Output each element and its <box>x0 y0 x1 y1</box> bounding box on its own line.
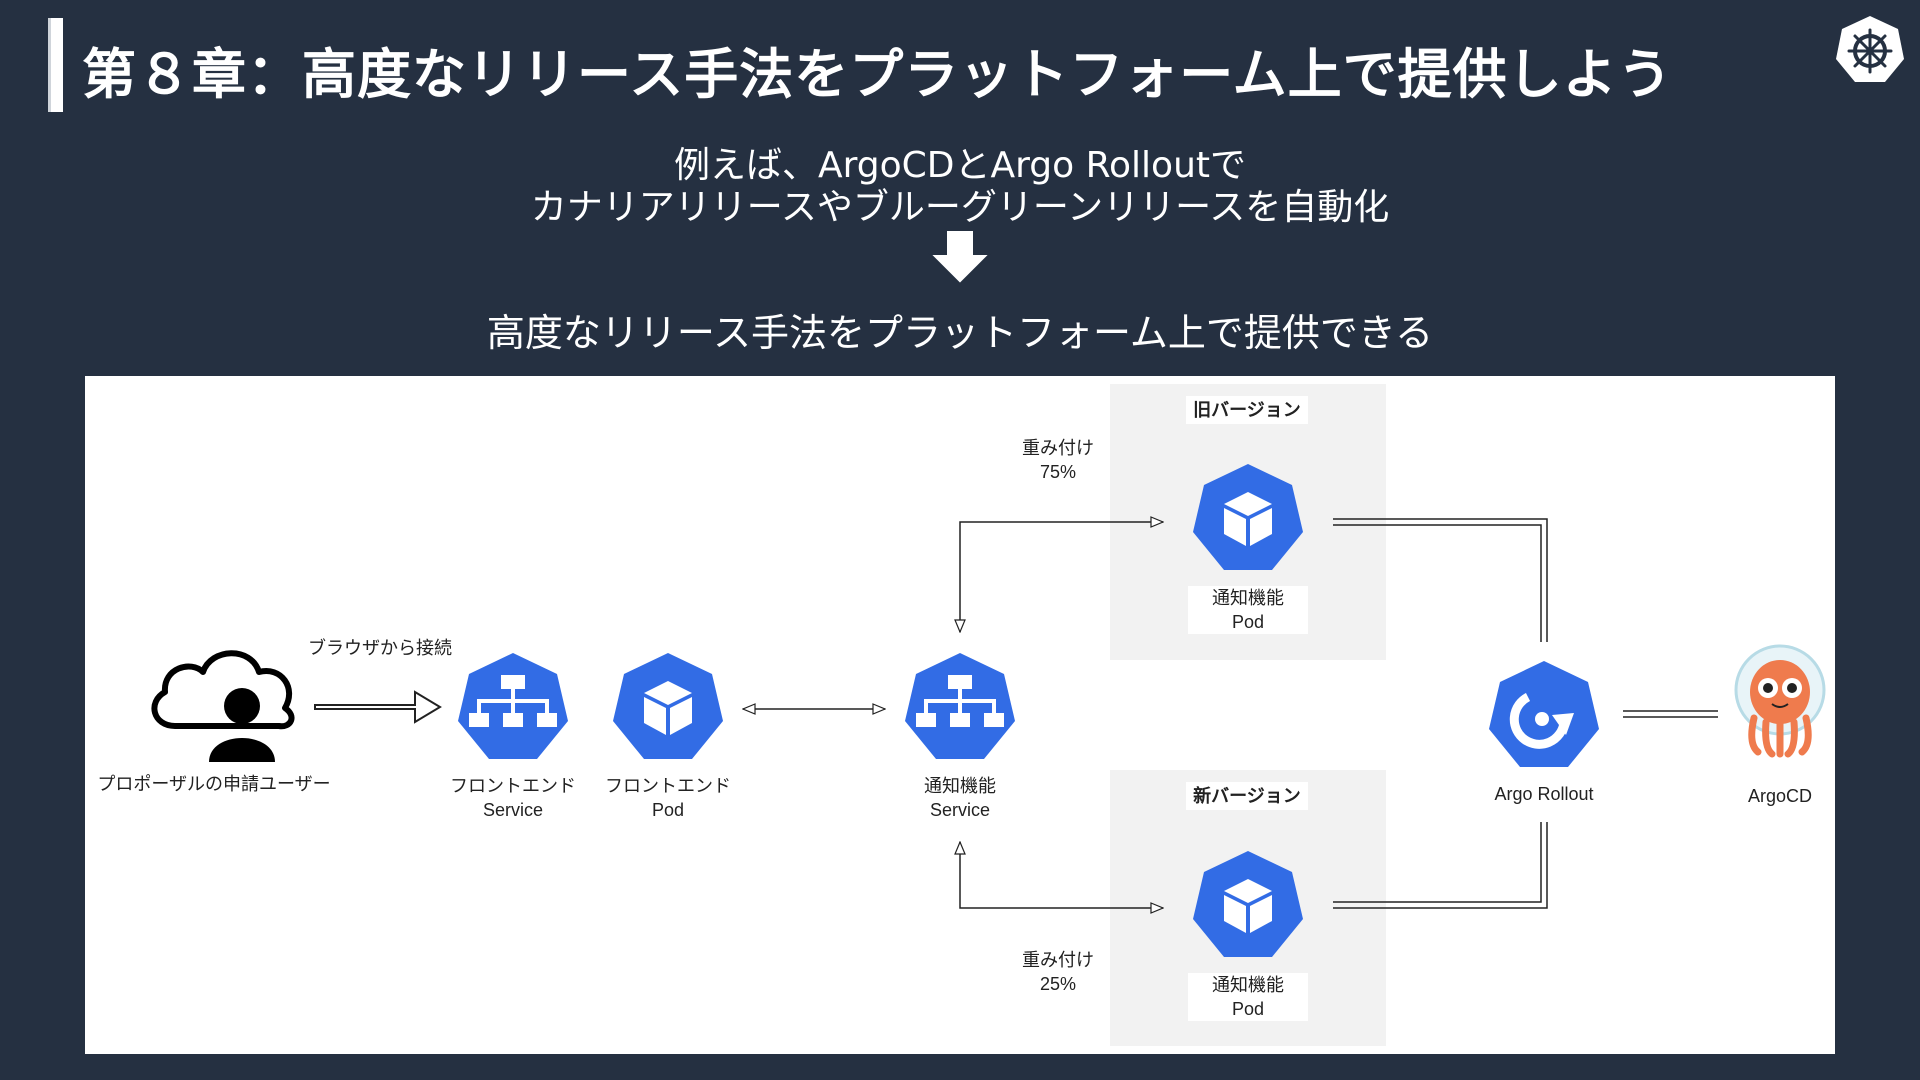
intro-line-2: カナリアリリースやブルーグリーンリリースを自動化 <box>530 187 1390 228</box>
user-label: プロポーザルの申請ユーザー <box>97 774 331 794</box>
down-arrow-icon <box>928 229 992 286</box>
rollout-manage-lines <box>1333 518 1718 909</box>
browser-connect-arrow <box>314 690 442 724</box>
old-notify-pod-icon <box>1193 464 1303 570</box>
result-statement: 高度なリリース手法をプラットフォーム上で提供できる <box>486 311 1434 355</box>
frontend-service-icon <box>458 653 568 759</box>
argocd-octopus-icon <box>1734 644 1826 758</box>
old-version-title: 旧バージョン <box>1193 400 1301 420</box>
notify-service-label: 通知機能 Service <box>924 776 996 820</box>
kubernetes-helm-icon <box>1836 16 1904 82</box>
weight-25-arrow <box>960 842 1163 908</box>
frontend-pod-label: フロントエンド Pod <box>605 776 731 820</box>
architecture-diagram: プロポーザルの申請ユーザー ブラウザから接続 フロントエンド Service フ… <box>85 376 1835 1054</box>
old-pod-label: 通知機能 Pod <box>1188 586 1308 634</box>
argocd-label: ArgoCD <box>1747 786 1813 806</box>
new-pod-label: 通知機能 Pod <box>1188 973 1308 1021</box>
connect-label: ブラウザから接続 <box>308 638 452 658</box>
user-cloud-icon <box>151 650 295 762</box>
argo-rollout-icon <box>1489 661 1599 767</box>
frontend-service-label: フロントエンド Service <box>450 776 576 820</box>
notify-service-icon <box>905 653 1015 759</box>
title-accent-bar <box>48 18 63 112</box>
new-notify-pod-icon <box>1193 851 1303 957</box>
intro-line-1: 例えば、ArgoCDとArgo Rolloutで <box>673 145 1247 186</box>
page-title: 第８章：高度なリリース手法をプラットフォーム上で提供しよう <box>82 43 1673 106</box>
new-weight-label: 重み付け 25% <box>1022 950 1094 994</box>
new-version-title: 新バージョン <box>1193 786 1301 806</box>
frontend-pod-icon <box>613 653 723 759</box>
argo-rollout-label: Argo Rollout <box>1494 784 1594 804</box>
weight-75-arrow <box>960 522 1163 632</box>
old-weight-label: 重み付け 75% <box>1022 438 1094 482</box>
